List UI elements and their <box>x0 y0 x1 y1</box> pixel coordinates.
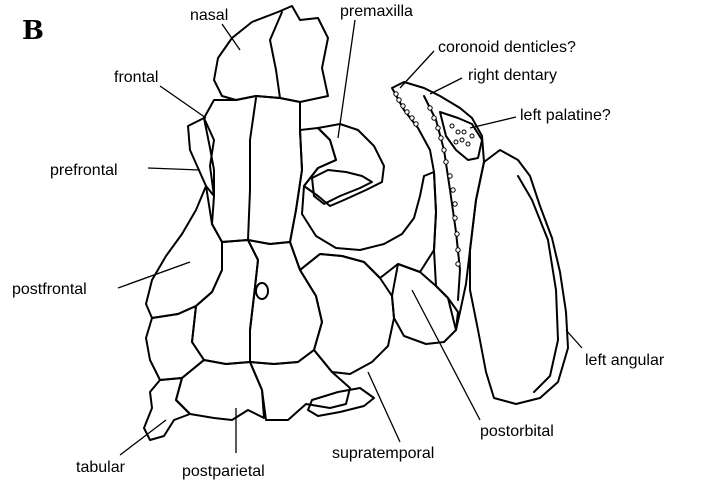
postfrontal-bone <box>146 186 222 318</box>
leader-prefrontal <box>148 168 200 170</box>
label-postorbital: postorbital <box>480 423 554 440</box>
leader-nasal <box>222 24 240 50</box>
postparietal-bone <box>176 360 264 420</box>
label-left-angular: left angular <box>585 352 665 369</box>
label-frontal: frontal <box>114 69 158 86</box>
label-tabular: tabular <box>76 459 126 476</box>
panel-letter: B <box>22 16 44 46</box>
label-left-palatine: left palatine? <box>520 107 611 124</box>
leader-postorbital <box>412 290 480 420</box>
pineal-foramen <box>256 283 268 299</box>
nasal-suture <box>270 12 282 98</box>
postorbital-bone <box>392 264 458 344</box>
leader-postfrontal <box>118 262 190 288</box>
parietal-left <box>192 240 258 364</box>
label-coronoid-denticles: coronoid denticles? <box>438 39 576 56</box>
nasal-bone <box>214 6 328 102</box>
label-prefrontal: prefrontal <box>50 162 118 179</box>
angular-inner <box>518 176 558 392</box>
labels: nasal premaxilla frontal prefrontal post… <box>12 3 665 480</box>
dentary-inner-edge <box>424 96 460 300</box>
label-premaxilla: premaxilla <box>340 3 413 20</box>
label-nasal: nasal <box>190 7 228 24</box>
leader-right-dentary <box>430 78 462 94</box>
leader-left-palatine <box>470 117 516 128</box>
occipital-fragment <box>308 388 374 416</box>
leader-frontal <box>160 86 206 118</box>
label-postparietal: postparietal <box>182 463 265 480</box>
parietal-right <box>248 240 322 364</box>
label-postfrontal: postfrontal <box>12 281 87 298</box>
frontal-suture <box>248 98 256 240</box>
supratemporal-bone <box>300 254 394 374</box>
leader-premaxilla <box>338 20 355 138</box>
posterior-plate <box>250 350 350 420</box>
orbit-margin <box>290 128 436 278</box>
left-palatine <box>440 112 482 160</box>
leader-supratemporal <box>368 372 400 442</box>
label-right-dentary: right dentary <box>468 67 557 84</box>
leader-coronoid <box>400 51 434 88</box>
label-supratemporal: supratemporal <box>332 445 434 462</box>
intertemporal-bone <box>146 306 204 380</box>
